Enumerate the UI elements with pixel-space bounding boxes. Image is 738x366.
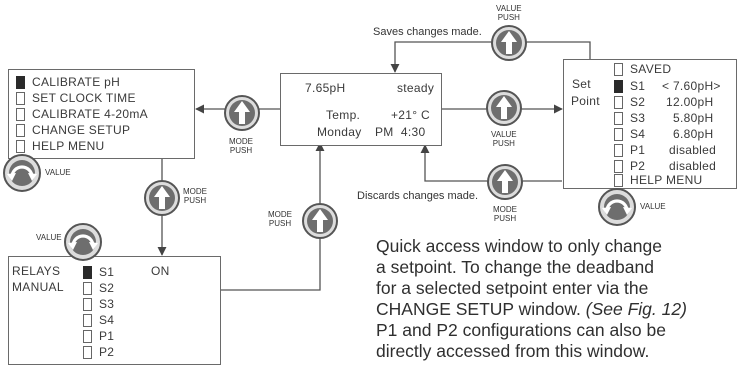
help-menu-option[interactable]: HELP MENU xyxy=(614,173,703,187)
relays-label: RELAYS xyxy=(12,264,61,278)
main-menu-item[interactable]: SET CLOCK TIME xyxy=(16,91,136,105)
rotate-dial-icon xyxy=(68,234,98,250)
checkbox-icon xyxy=(614,143,623,157)
checkbox-icon xyxy=(614,79,623,93)
value-push-button[interactable] xyxy=(485,89,523,127)
main-menu-item[interactable]: CALIBRATE 4-20mA xyxy=(16,107,148,121)
setpoint-label: Point xyxy=(571,94,600,108)
relay-row[interactable]: S2 xyxy=(83,281,114,295)
day-label: Monday xyxy=(317,125,362,139)
checkbox-icon xyxy=(614,62,623,76)
value-label: VALUE xyxy=(45,168,71,177)
push-up-arrow-icon xyxy=(501,31,517,54)
checkbox-icon xyxy=(16,75,25,89)
mode-push-button[interactable] xyxy=(486,163,524,201)
relay-status: ON xyxy=(151,264,170,278)
checkbox-icon xyxy=(614,173,623,187)
checkbox-icon xyxy=(614,95,623,109)
push-up-arrow-icon xyxy=(154,186,170,209)
relays-to-status-line xyxy=(220,142,325,291)
value-dial-button[interactable] xyxy=(597,187,637,227)
checkbox-icon xyxy=(16,107,25,121)
push-up-arrow-icon xyxy=(312,209,328,232)
value-dial-button[interactable] xyxy=(63,222,103,262)
checkbox-icon xyxy=(614,111,623,125)
checkbox-icon xyxy=(16,91,25,105)
checkbox-icon xyxy=(614,127,623,141)
main-menu-item[interactable]: HELP MENU xyxy=(16,139,105,153)
checkbox-icon xyxy=(83,297,92,311)
value-push-button[interactable] xyxy=(490,24,528,62)
setpoint-row[interactable]: S1< 7.60pH> xyxy=(614,79,721,93)
value-dial-button[interactable] xyxy=(2,153,42,193)
checkbox-icon xyxy=(16,123,25,137)
rotate-dial-icon xyxy=(7,165,37,181)
temp-value: +21° C xyxy=(391,108,430,122)
time-label: PM 4:30 xyxy=(375,125,426,139)
relay-row[interactable]: S3 xyxy=(83,297,114,311)
setpoint-label: Set xyxy=(572,77,591,91)
see-fig-reference: (See Fig. 12) xyxy=(585,299,687,319)
checkbox-icon xyxy=(83,345,92,359)
checkbox-icon xyxy=(83,281,92,295)
main-menu-screen: CALIBRATE pH SET CLOCK TIME CALIBRATE 4-… xyxy=(8,69,195,159)
saved-option[interactable]: SAVED xyxy=(614,62,671,76)
temp-label: Temp. xyxy=(326,108,361,122)
value-label: VALUE xyxy=(640,202,666,211)
status-screen: 7.65pH steady Temp. +21° C Monday PM 4:3… xyxy=(280,73,442,146)
relays-screen: RELAYS MANUAL ON S1 S2 S3 S4 P1 P2 xyxy=(8,256,221,365)
discards-caption: Discards changes made. xyxy=(357,190,479,202)
checkbox-icon xyxy=(16,139,25,153)
mode-push-button[interactable] xyxy=(143,179,181,217)
ph-state: steady xyxy=(397,81,435,95)
checkbox-icon xyxy=(83,329,92,343)
ph-reading: 7.65pH xyxy=(305,81,346,95)
main-menu-item[interactable]: CALIBRATE pH xyxy=(16,75,120,89)
push-up-arrow-icon xyxy=(496,96,512,119)
relay-row[interactable]: S1 xyxy=(83,265,114,279)
main-menu-item[interactable]: CHANGE SETUP xyxy=(16,123,130,137)
push-up-arrow-icon xyxy=(497,170,513,193)
quick-access-note: Quick access window to only change a set… xyxy=(376,236,687,361)
value-label: VALUE xyxy=(36,233,62,242)
manual-label: MANUAL xyxy=(12,280,64,294)
relay-row[interactable]: P2 xyxy=(83,345,114,359)
mode-push-button[interactable] xyxy=(223,94,261,132)
relay-row[interactable]: S4 xyxy=(83,313,114,327)
checkbox-icon xyxy=(614,159,623,173)
saves-caption: Saves changes made. xyxy=(373,26,482,38)
push-up-arrow-icon xyxy=(234,101,250,124)
mode-push-button[interactable] xyxy=(301,202,339,240)
checkbox-icon xyxy=(83,313,92,327)
rotate-dial-icon xyxy=(602,199,632,215)
relay-row[interactable]: P1 xyxy=(83,329,114,343)
checkbox-icon xyxy=(83,265,92,279)
